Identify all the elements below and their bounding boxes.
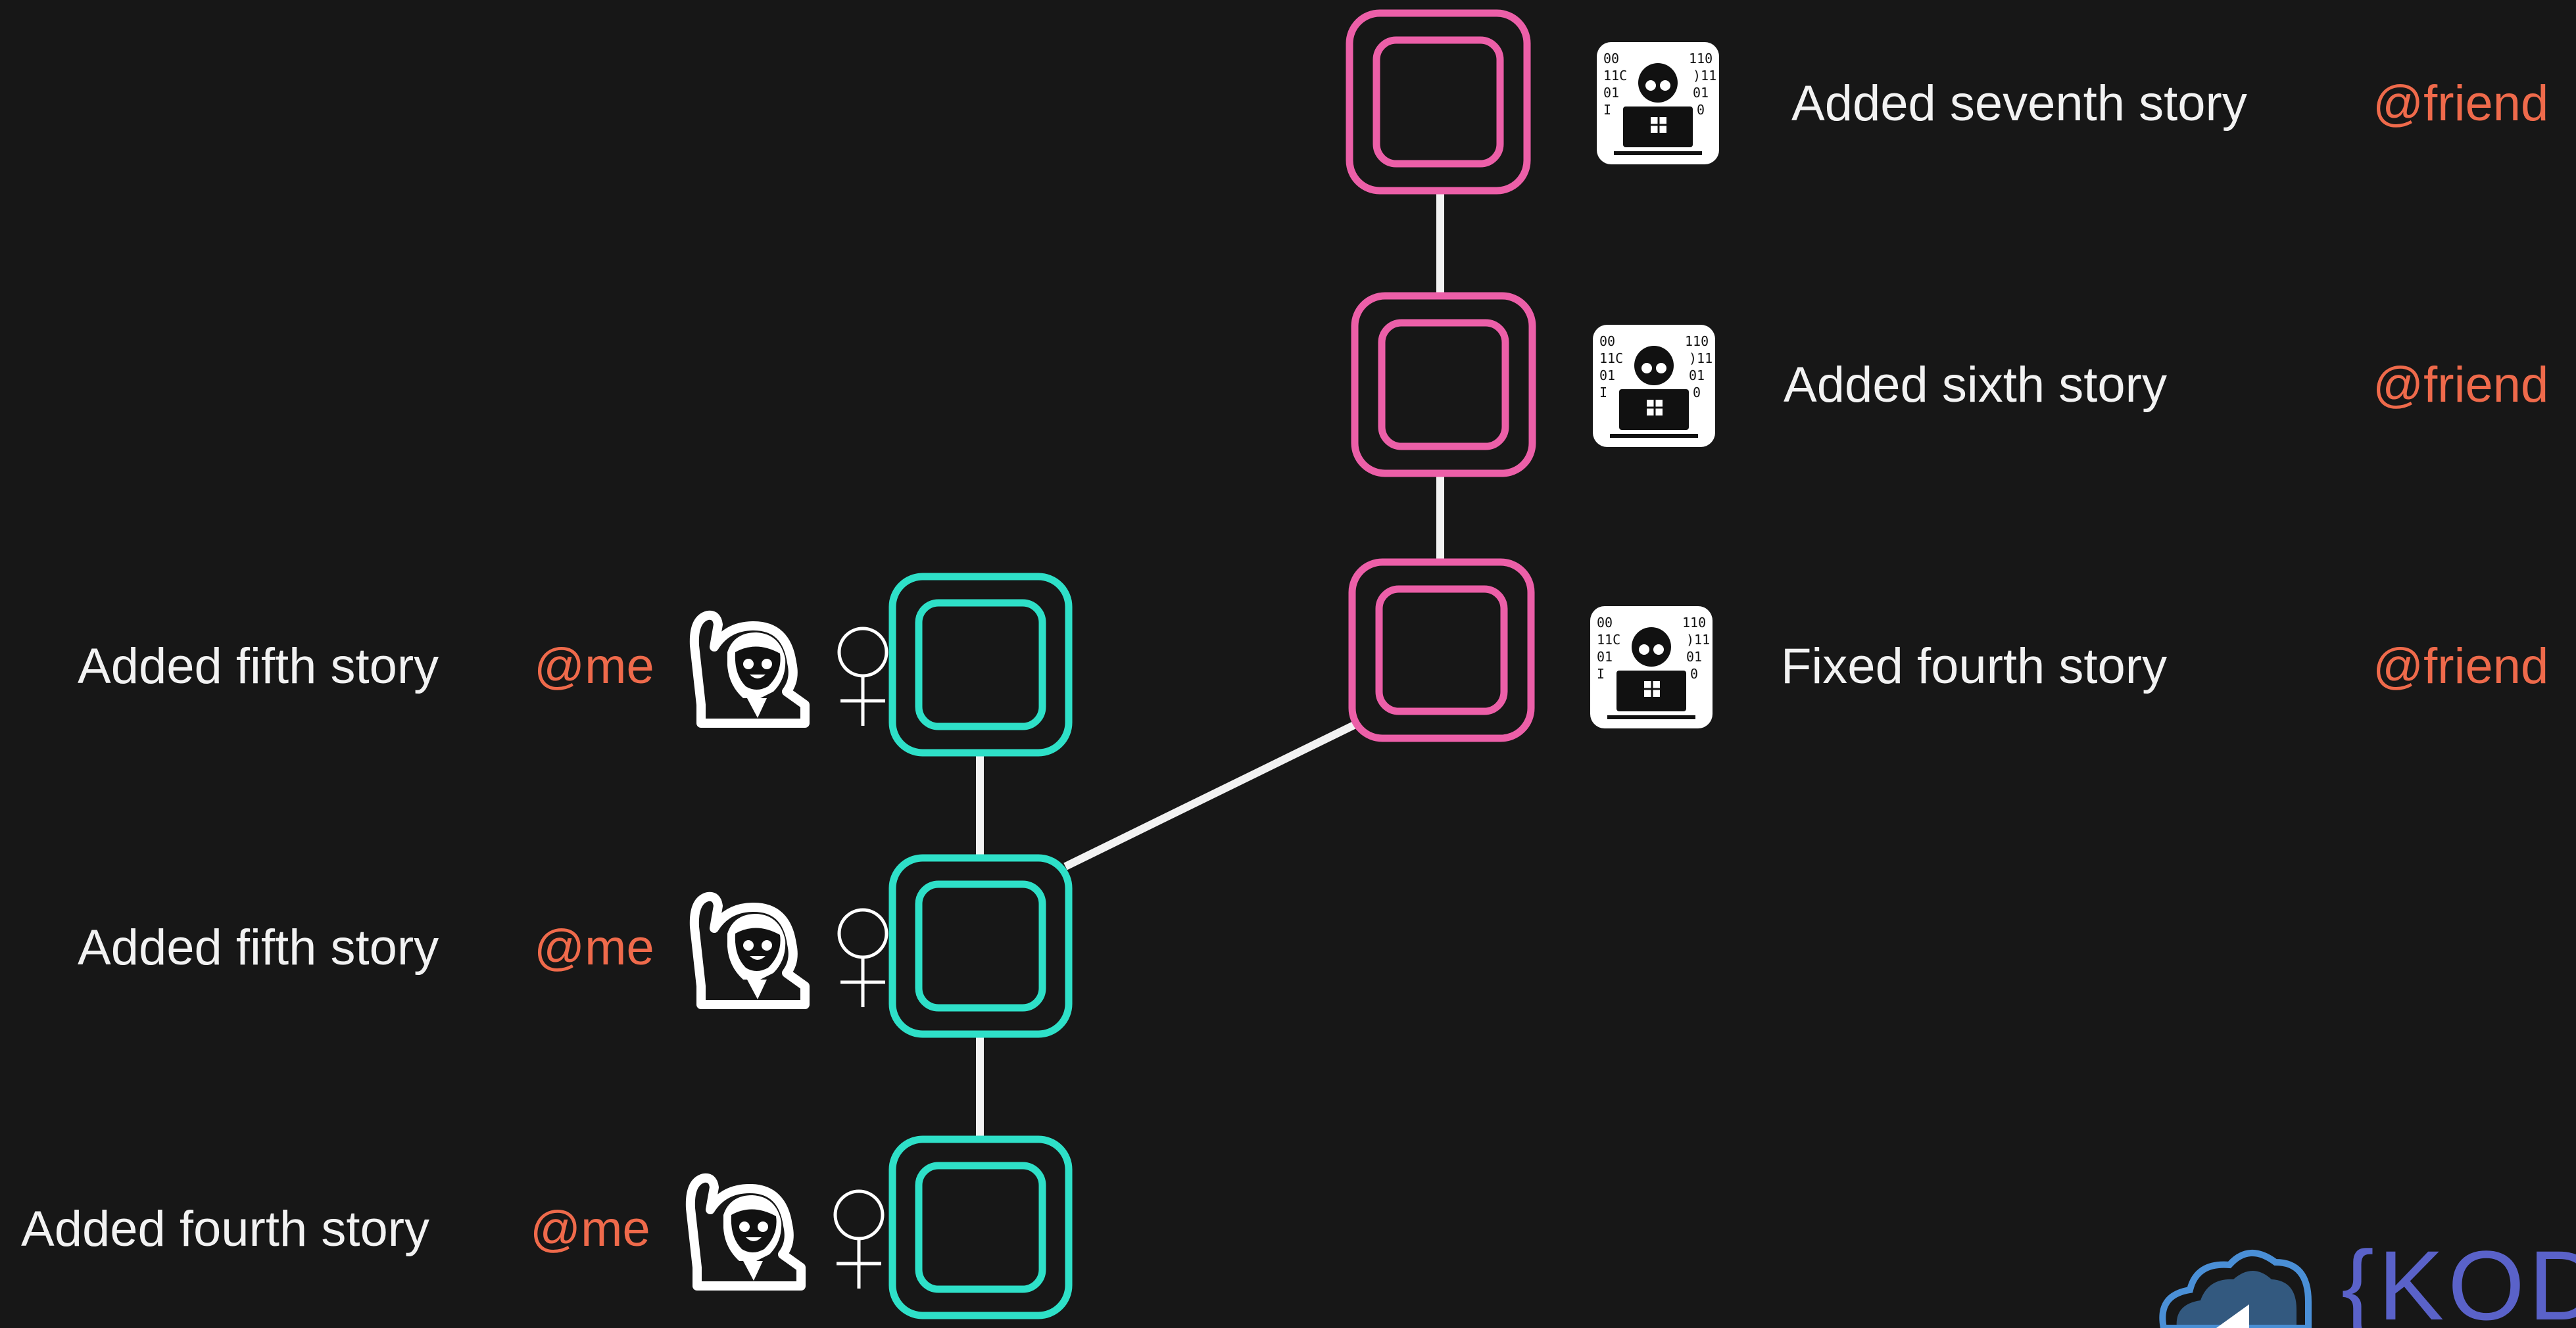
svg-text:)11: )11 [1686,632,1710,648]
svg-text:0: 0 [1690,666,1698,682]
svg-text:110: 110 [1689,51,1713,66]
svg-text:I: I [1603,102,1611,118]
svg-text:I: I [1599,385,1607,400]
commit-message: Fixed fourth story [1781,638,2168,694]
woman-raising-hand-icon [689,891,810,1009]
svg-text:110: 110 [1685,333,1709,349]
svg-text:)11: )11 [1693,68,1716,83]
svg-text:)11: )11 [1689,350,1713,366]
commit-message: Added seventh story [1791,76,2247,131]
brand-logo: {KODE [2151,1236,2576,1328]
svg-text:110: 110 [1682,615,1706,630]
svg-text:01: 01 [1603,85,1619,101]
svg-text:11C: 11C [1599,350,1623,366]
cloud-logo-icon [2159,1250,2312,1328]
commit-message: Added fourth story [21,1201,430,1257]
commit-message: Added fifth story [78,920,439,976]
svg-text:0: 0 [1697,102,1705,118]
connector-merge [1063,719,1360,870]
svg-text:00: 00 [1599,333,1615,349]
svg-text:11C: 11C [1597,632,1620,648]
commit-author: @friend [2373,638,2549,694]
woman-raising-hand-icon [685,1173,806,1291]
svg-text:00: 00 [1597,615,1613,630]
commit-author: @me [534,638,654,694]
svg-text:01: 01 [1597,649,1613,665]
svg-text:01: 01 [1686,649,1702,665]
commit-author: @me [534,920,654,976]
brand-name: {KODE [2341,1236,2576,1328]
svg-text:01: 01 [1693,85,1709,101]
svg-text:01: 01 [1689,368,1705,383]
commit-message: Added sixth story [1784,357,2167,413]
female-sign-icon [833,1189,885,1289]
commit-author: @me [530,1201,650,1257]
svg-text:0: 0 [1693,385,1701,400]
female-sign-icon [837,908,888,1007]
commit-author: @friend [2373,357,2549,413]
woman-raising-hand-icon [689,610,810,728]
svg-text:01: 01 [1599,368,1615,383]
svg-text:11C: 11C [1603,68,1627,83]
commit-message: Added fifth story [78,638,439,694]
commit-author: @friend [2373,76,2549,131]
svg-text:I: I [1597,666,1605,682]
female-sign-icon [837,627,888,726]
svg-text:00: 00 [1603,51,1619,66]
